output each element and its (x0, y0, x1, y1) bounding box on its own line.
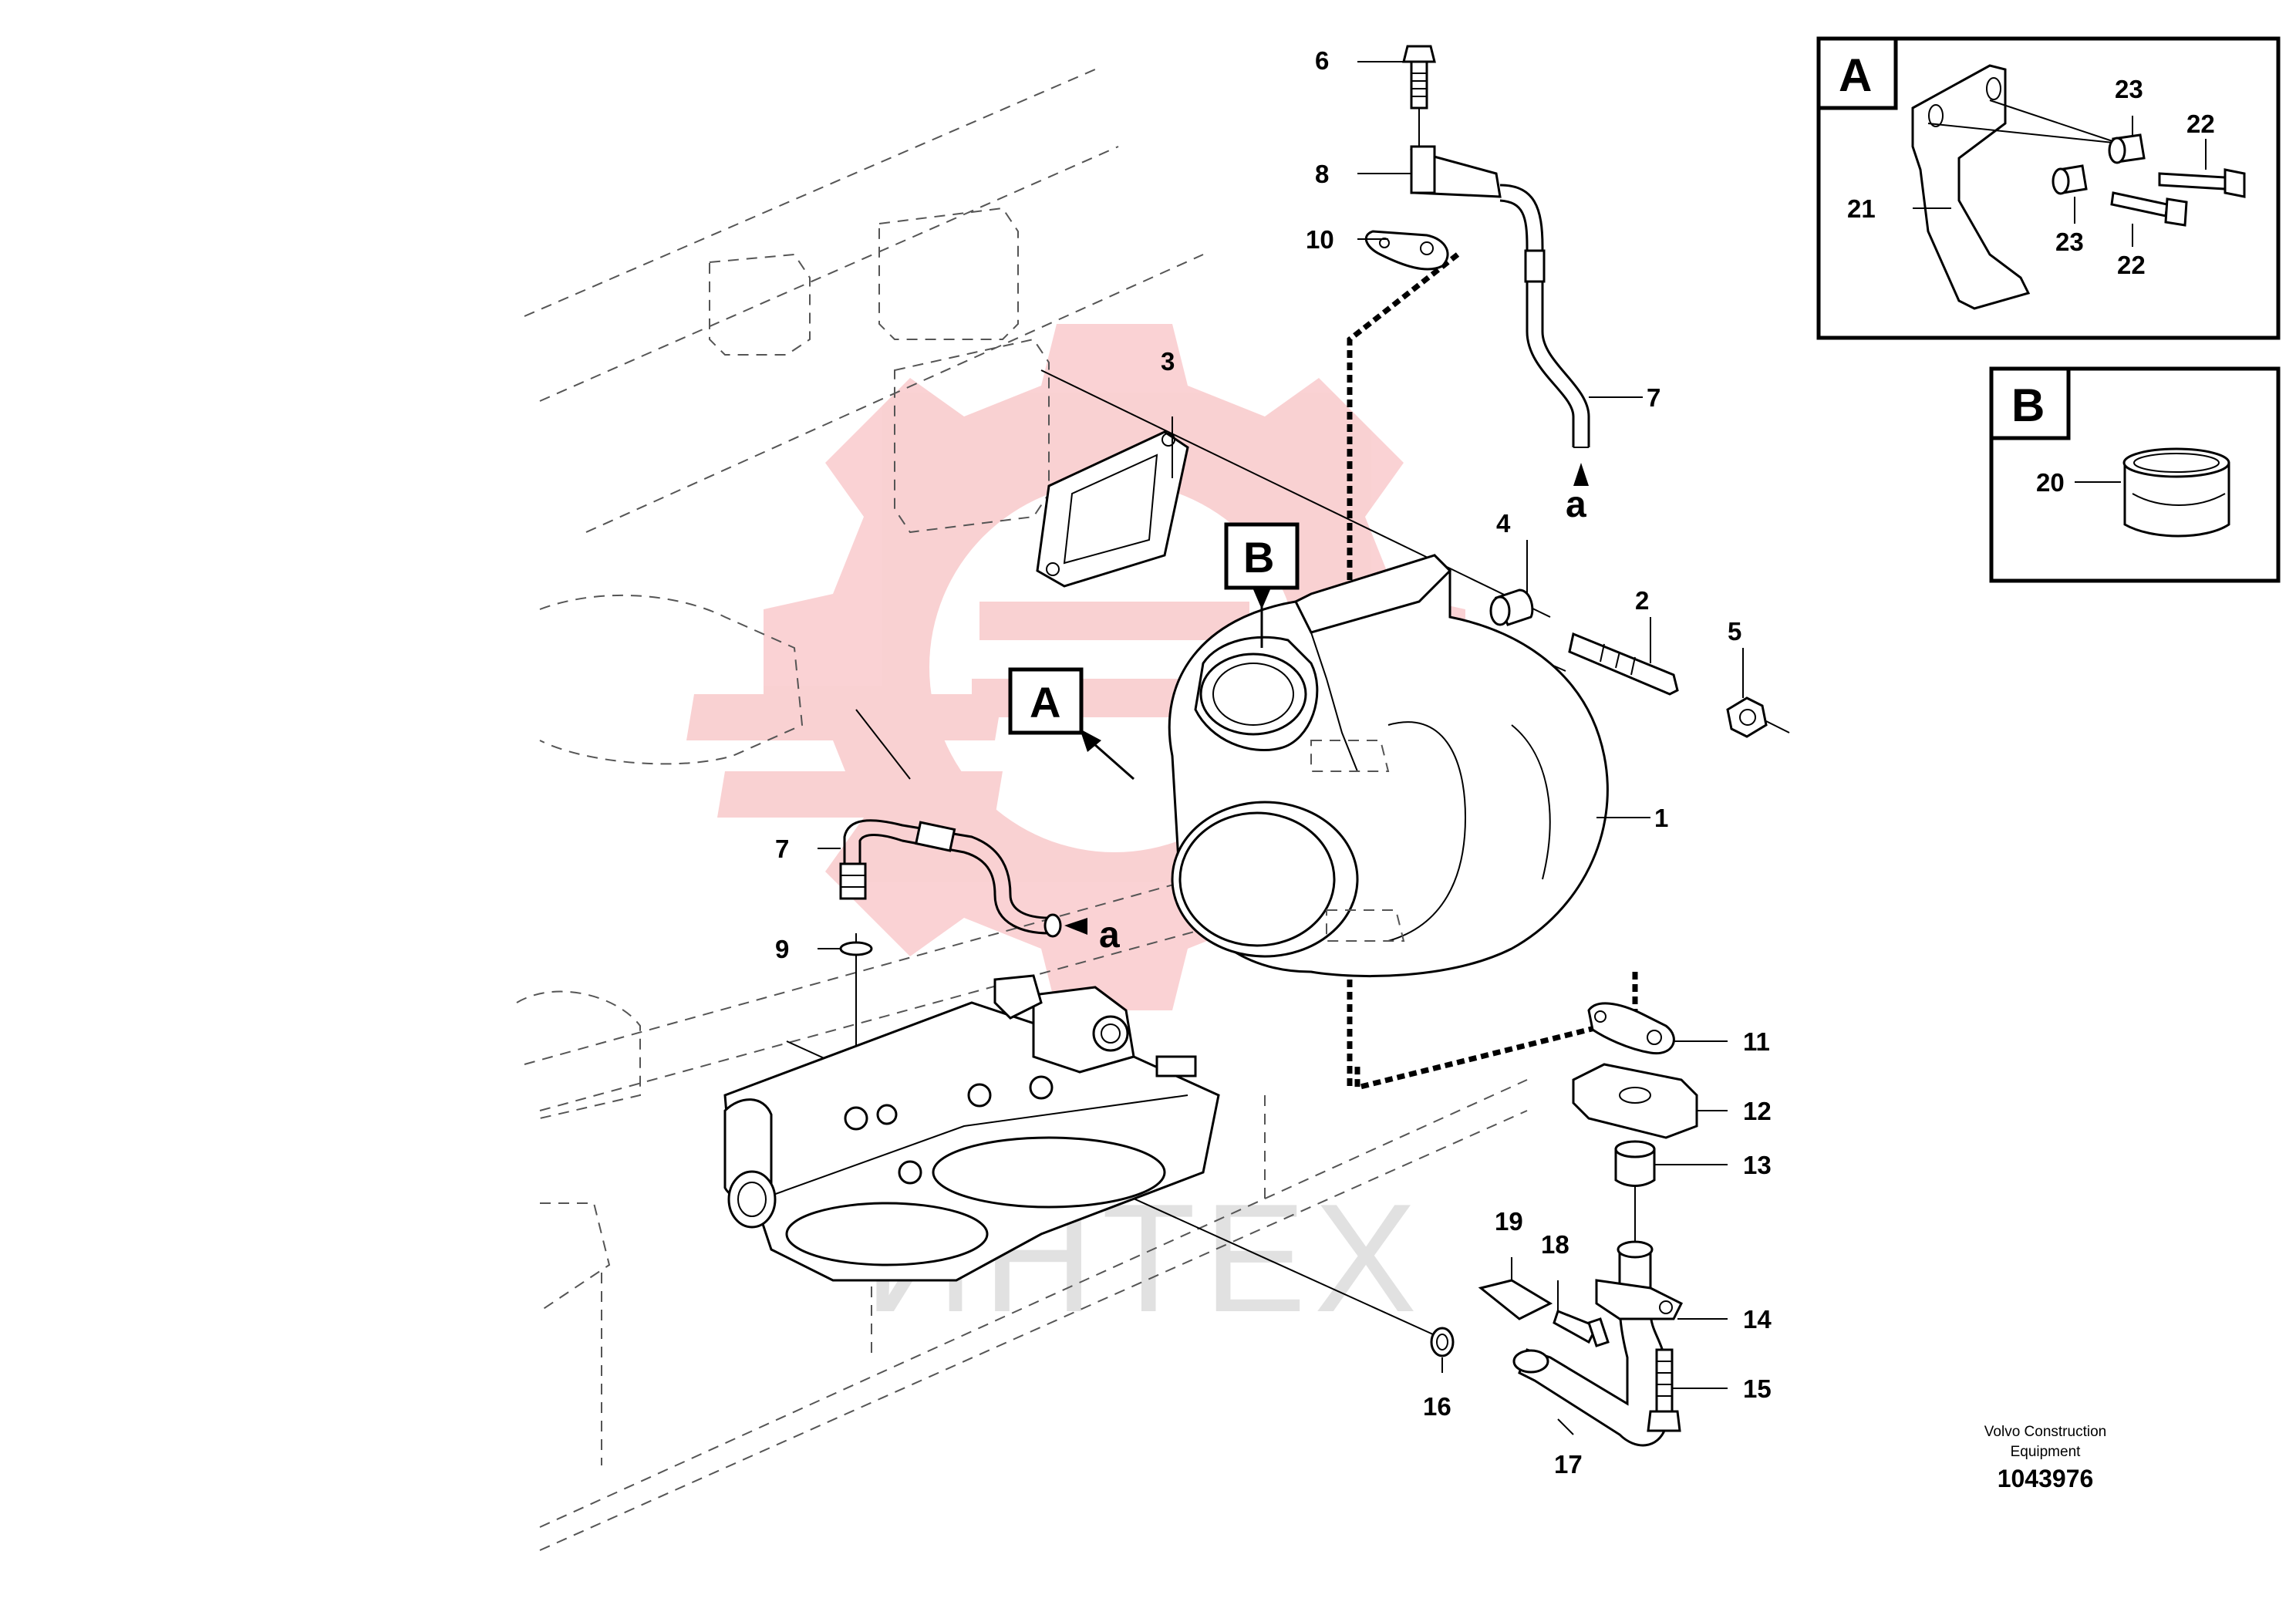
inset-a-panel: A 21 23 22 23 (1816, 36, 2281, 340)
label-12: 12 (1743, 1097, 1772, 1125)
return-pipe-17 (1512, 1240, 1667, 1447)
label-17: 17 (1554, 1450, 1583, 1479)
label-5: 5 (1728, 617, 1741, 646)
label-16: 16 (1423, 1392, 1451, 1421)
o-ring-9 (839, 941, 873, 956)
gasket-11 (1587, 1002, 1675, 1055)
nut-5 (1726, 696, 1790, 738)
bolt-22-bot (2110, 191, 2188, 227)
label-8: 8 (1315, 160, 1329, 188)
stud-2 (1568, 632, 1679, 696)
inset-b-letter: B (2011, 379, 2045, 431)
label-15: 15 (1743, 1374, 1772, 1403)
spacer-4 (1489, 588, 1534, 626)
oil-feed-pipe-upper (1499, 184, 1590, 448)
callout-view-b-letter: B (1243, 533, 1274, 582)
footer-drawing-number: 1043976 (1998, 1465, 2094, 1492)
label-2: 2 (1635, 586, 1649, 615)
label-23-top: 23 (2115, 75, 2143, 103)
gasket-10 (1364, 230, 1449, 271)
flange-14 (1595, 1279, 1684, 1320)
footer-company-line1: Volvo Construction (1984, 1424, 2106, 1440)
bolt-22-top (2158, 168, 2246, 198)
spacer-23-bot (2052, 164, 2088, 195)
label-22-top: 22 (2186, 110, 2215, 138)
label-10: 10 (1306, 225, 1334, 254)
banjo-fitting-8 (1410, 145, 1502, 198)
inset-b-panel: B 20 (1989, 366, 2281, 583)
oil-filter-housing (723, 974, 1220, 1282)
callout-view-a: A (1008, 667, 1135, 781)
o-ring-16 (1430, 1327, 1455, 1357)
bracket-21 (1911, 64, 2129, 310)
leader-lines (818, 61, 1744, 1435)
manifold-gasket (1036, 430, 1189, 588)
oil-feed-pipe-lower (839, 819, 1062, 938)
label-18: 18 (1541, 1230, 1569, 1259)
arrow-a-top (1573, 463, 1589, 486)
label-3: 3 (1161, 347, 1175, 376)
arrow-a-left (1064, 918, 1087, 935)
label-7-left: 7 (775, 835, 789, 863)
connection-a-top: a (1566, 484, 1586, 525)
footer-company-line2: Equipment (2011, 1444, 2082, 1460)
connection-a-left: a (1099, 915, 1120, 956)
spacer-13 (1614, 1140, 1656, 1187)
label-13: 13 (1743, 1151, 1772, 1179)
label-9: 9 (775, 935, 789, 963)
label-20: 20 (2036, 468, 2065, 497)
label-19: 19 (1495, 1207, 1523, 1236)
label-1: 1 (1654, 804, 1668, 832)
spacer-23-top (2108, 133, 2146, 164)
callout-view-a-letter: A (1030, 678, 1060, 727)
bolt-18 (1553, 1310, 1610, 1347)
ring-20 (2122, 447, 2230, 538)
inset-a-letter: A (1839, 49, 1872, 101)
label-7-top: 7 (1647, 383, 1660, 412)
callout-view-b: B (1224, 522, 1300, 648)
bracket-19 (1478, 1279, 1553, 1320)
label-22-bot: 22 (2117, 251, 2146, 279)
bolt-6 (1402, 45, 1436, 110)
label-14: 14 (1743, 1305, 1772, 1334)
label-23-bot: 23 (2055, 228, 2084, 256)
turbocharger (1168, 554, 1609, 978)
label-11: 11 (1743, 1027, 1770, 1056)
label-21: 21 (1847, 194, 1876, 223)
bolt-15 (1647, 1348, 1681, 1432)
flange-12 (1572, 1063, 1698, 1139)
label-4: 4 (1496, 509, 1511, 538)
label-6: 6 (1315, 46, 1329, 75)
